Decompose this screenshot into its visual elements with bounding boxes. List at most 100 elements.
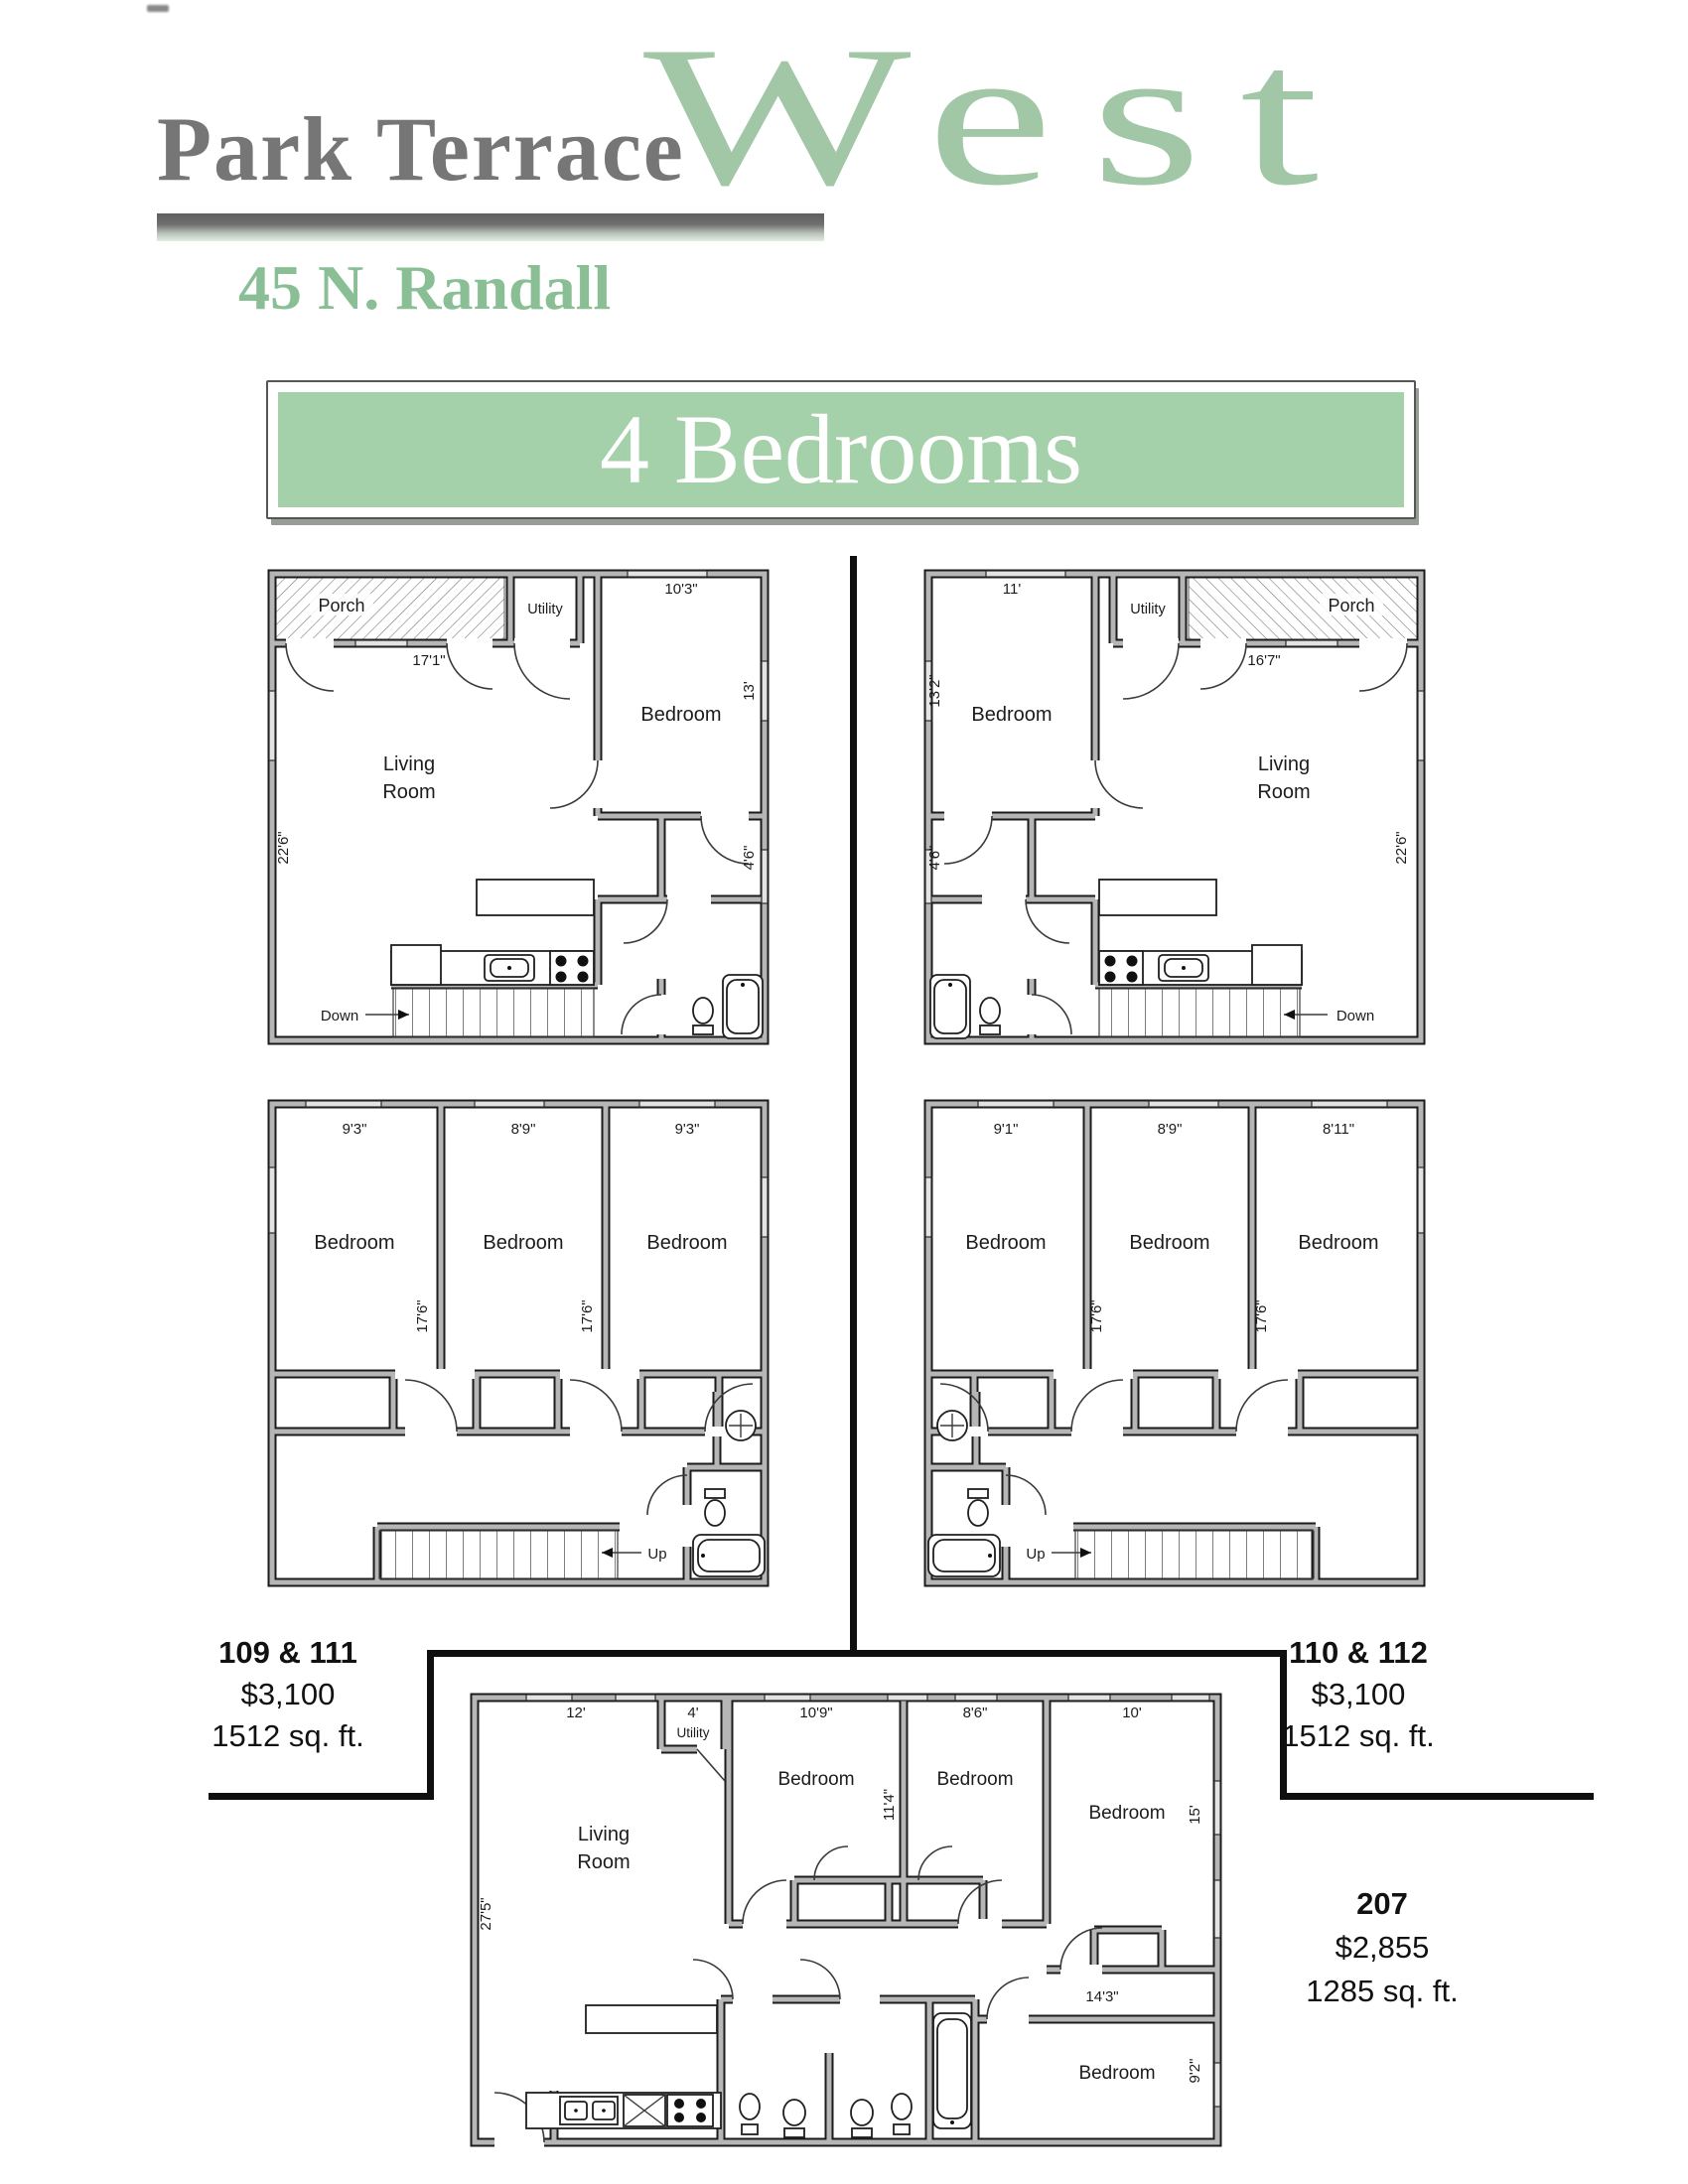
toilet-icon [979, 997, 1001, 1024]
stairs-label: Down [321, 1008, 358, 1024]
dim-label: 13' [741, 681, 758, 701]
window-icon [764, 1694, 811, 1702]
plan-divider-step-left-foot [209, 1793, 434, 1800]
dim-label: 11' [1003, 581, 1022, 598]
window-icon [761, 660, 769, 722]
plan-divider-horizontal [427, 1650, 1287, 1657]
dim-label: 10' [1122, 1705, 1142, 1721]
dim-label: 10'3" [664, 581, 697, 598]
stairs-label: Up [647, 1546, 666, 1563]
dim-label: 17'6" [579, 1299, 596, 1332]
room-label-bedroom: Bedroom [483, 1232, 563, 1254]
floor-plan-110-112-first-floor: Porch Utility Bedroom Living Room 11' 13… [923, 569, 1426, 1045]
dim-label: 27'5" [478, 1897, 494, 1930]
dim-label: 9'3" [675, 1121, 700, 1138]
unit-price: $2,855 [1335, 1930, 1430, 1965]
sink-icon [891, 2093, 913, 2120]
window-icon [268, 1166, 276, 1234]
toilet-icon [782, 2099, 806, 2126]
unit-label-110-112: 110 & 112 $3,100 1512 sq. ft. [1209, 1632, 1507, 1757]
floor-plan-207: Living Room Utility Bedroom Bedroom Bedr… [470, 1693, 1222, 2147]
room-label-utility: Utility [677, 1725, 710, 1740]
dim-label: 9'2" [1187, 2059, 1203, 2084]
floor-plan-109-111-first-floor: Porch Utility Bedroom Living Room 10'3" … [267, 569, 770, 1045]
header-divider-bar [157, 213, 824, 241]
section-title: 4 Bedrooms [599, 394, 1083, 504]
plan-divider-step-right-foot [1280, 1793, 1594, 1800]
stairs-up [1074, 1530, 1315, 1579]
window-icon [638, 1100, 716, 1108]
dim-label: 9'3" [343, 1121, 367, 1138]
room-label-living2: Room [577, 1851, 630, 1873]
room-label-bedroom: Bedroom [777, 1769, 854, 1790]
unit-label-109-111: 109 & 111 $3,100 1512 sq. ft. [139, 1632, 437, 1757]
kitchen-peninsula [476, 879, 595, 916]
window-icon [1213, 1780, 1221, 1836]
dim-label: 17'6" [1088, 1299, 1105, 1332]
unit-price: $3,100 [240, 1677, 336, 1711]
window-icon [1213, 2062, 1221, 2108]
dim-label: 8'6" [963, 1705, 988, 1721]
dim-label: 22'6" [275, 831, 292, 864]
stairs-up [378, 1530, 619, 1579]
plan-divider-step-left [427, 1650, 434, 1799]
dim-label: 10'9" [799, 1705, 832, 1721]
dim-label: 8'9" [1158, 1121, 1183, 1138]
dim-label: 17'1" [412, 652, 445, 669]
room-label-bedroom: Bedroom [965, 1232, 1046, 1254]
window-icon [474, 1100, 545, 1108]
stairs-label: Down [1336, 1008, 1374, 1024]
window-icon [627, 570, 708, 578]
room-label-utility: Utility [1130, 602, 1166, 617]
dim-label: 8'9" [511, 1121, 536, 1138]
stairs-down [1098, 988, 1301, 1037]
window-icon [887, 1694, 928, 1702]
window-icon [1171, 1694, 1210, 1702]
scan-artifact [147, 5, 169, 12]
room-label-porch: Porch [1328, 596, 1374, 615]
floor-plan-109-111-second-floor: 9'3" 8'9" 9'3" 17'6" 17'6" Bedroom Bedro… [267, 1099, 770, 1587]
room-label-utility: Utility [527, 602, 563, 617]
unit-number: 110 & 112 [1289, 1635, 1428, 1670]
dim-label: 8'11" [1323, 1121, 1354, 1138]
stairs-label: Up [1026, 1546, 1045, 1563]
window-icon [615, 1694, 656, 1702]
window-icon [525, 1694, 573, 1702]
window-icon [954, 1694, 998, 1702]
window-icon [268, 690, 276, 761]
dim-label: 4'6" [741, 846, 758, 871]
property-address: 45 N. Randall [238, 252, 612, 323]
section-banner: 4 Bedrooms [266, 380, 1416, 519]
stairs-down [392, 988, 595, 1037]
room-label-bedroom: Bedroom [1298, 1232, 1378, 1254]
unit-number: 207 [1356, 1886, 1408, 1921]
property-name: Park Terrace [157, 98, 685, 200]
room-label-bedroom: Bedroom [646, 1232, 727, 1254]
window-icon [1213, 1879, 1221, 1939]
dim-label: 13'2" [926, 674, 943, 707]
stove-icon [666, 2094, 714, 2127]
room-label-bedroom: Bedroom [936, 1769, 1013, 1790]
dim-label: 16'7" [1247, 652, 1280, 669]
room-label-bedroom: Bedroom [1129, 1232, 1209, 1254]
dim-label: 17'6" [414, 1299, 431, 1332]
plan-divider-step-right [1280, 1650, 1287, 1799]
room-label-bedroom: Bedroom [314, 1232, 394, 1254]
toilet-icon [850, 2099, 874, 2126]
room-label-living: Living [1258, 753, 1310, 775]
unit-label-207: 207 $2,855 1285 sq. ft. [1233, 1882, 1531, 2013]
dim-label: 11'4" [881, 1789, 898, 1821]
dim-label: 14'3" [1085, 1988, 1118, 2005]
room-label-bedroom: Bedroom [971, 704, 1052, 726]
dim-label: 17'6" [1253, 1299, 1270, 1332]
refrigerator-icon [390, 944, 442, 986]
room-label-bedroom: Bedroom [640, 704, 721, 726]
dim-label: 12' [566, 1705, 586, 1721]
window-icon [761, 1176, 769, 1238]
room-label-living: Living [383, 753, 435, 775]
unit-number: 109 & 111 [218, 1635, 357, 1670]
window-icon [1067, 1694, 1111, 1702]
kitchen-island [585, 2004, 718, 2034]
dim-label: 4'6" [926, 846, 943, 871]
